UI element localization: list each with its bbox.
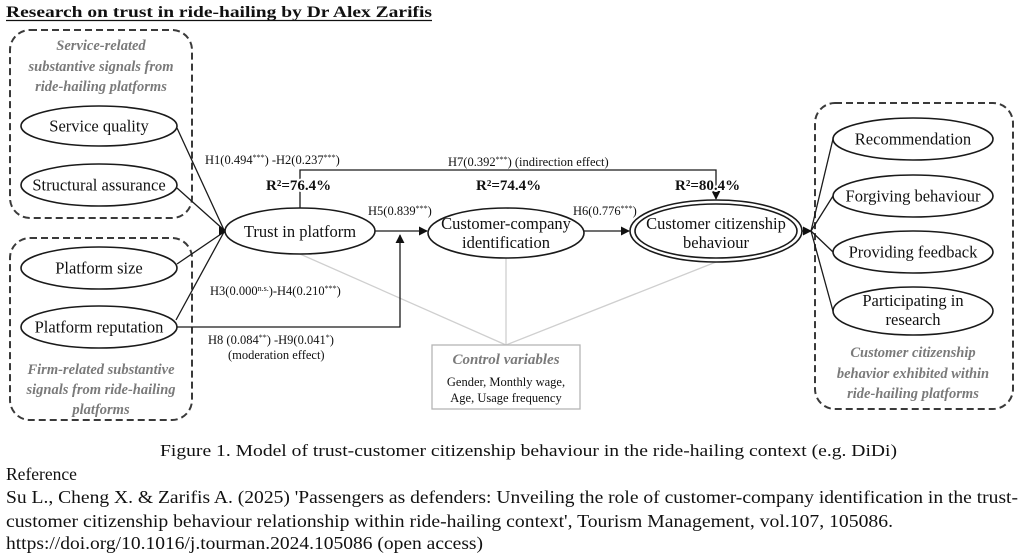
node-trust-in-platform-label: Trust in platform	[244, 222, 356, 241]
path-label-part: H1(0.494	[205, 153, 253, 167]
node-participating-label-line: research	[886, 310, 942, 329]
firm-signals-title-line: platforms	[70, 402, 130, 418]
link-to-participating-in-research	[810, 230, 834, 312]
citizenship-behaviors-title-line: ride-hailing platforms	[847, 386, 979, 402]
path-label-sup: *	[326, 333, 330, 342]
path-label-part: )-H4(0.210	[269, 284, 325, 298]
path-label-part: H3(0.000	[210, 284, 258, 298]
path-label-h5: H5(0.839***)	[368, 204, 432, 219]
control-variables-line: Age, Usage frequency	[450, 391, 562, 405]
node-participating-in-research	[832, 286, 994, 336]
r2-trust: R²=76.4%	[266, 178, 331, 194]
path-label-sup: ***	[496, 155, 508, 164]
link-to-forgiving-behaviour	[810, 195, 834, 232]
node-platform-size-label: Platform size	[55, 259, 143, 278]
reference-heading: Reference	[6, 464, 77, 484]
node-platform-reputation	[20, 305, 178, 349]
citizenship-behaviors-title-line: Customer citizenship	[850, 345, 975, 361]
node-customer-citizenship-behaviour-inner	[634, 203, 798, 259]
path-label-sup: ***	[324, 153, 336, 162]
arrow-h7-trust-to-citizenship	[299, 169, 721, 208]
link-structural-assurance-to-trust	[176, 187, 225, 231]
path-label-part: )	[337, 284, 341, 298]
path-label-part: )	[633, 204, 637, 218]
path-label-part: ) -H2(0.237	[265, 153, 324, 167]
node-structural-assurance	[20, 163, 178, 207]
path-label-part: H5(0.839	[368, 204, 416, 218]
node-participating-label-line: Participating in	[862, 291, 963, 310]
node-identification-label-line: identification	[462, 233, 550, 252]
node-identification-label-line: Customer-company	[441, 214, 572, 233]
control-link-citizenship	[505, 261, 717, 346]
link-to-providing-feedback	[810, 230, 834, 253]
path-label-h7: H7(0.392***) (indirection effect)	[448, 155, 609, 170]
path-label-moderation-note: (moderation effect)	[228, 348, 325, 362]
path-label-h6: H6(0.776***)	[573, 204, 637, 219]
firm-signals-title-line: signals from ride-hailing	[25, 382, 175, 398]
path-label-part: )	[428, 204, 432, 218]
service-signals-title-line: ride-hailing platforms	[35, 79, 167, 95]
link-service-quality-to-trust	[176, 127, 225, 231]
node-forgiving-behaviour	[832, 174, 994, 218]
path-label-sup: ***	[621, 204, 633, 213]
figure-caption: Figure 1. Model of trust-customer citize…	[160, 441, 897, 460]
node-citizenship-label-line: Customer citizenship	[646, 214, 786, 233]
node-citizenship-label-line: behaviour	[683, 233, 749, 252]
control-variables-box	[431, 344, 581, 410]
node-providing-feedback	[832, 230, 994, 274]
path-label-sup: ***	[253, 153, 265, 162]
arrowhead-into-trust	[219, 226, 228, 236]
control-variables-title: Control variables	[452, 352, 559, 368]
service-signals-title-line: substantive signals from	[27, 59, 173, 75]
page-title: Research on trust in ride-hailing by Dr …	[6, 4, 432, 21]
firm-signals-title-line: Firm-related substantive	[26, 362, 175, 378]
firm-signals-dashed-box	[9, 237, 193, 421]
node-forgiving-behaviour-label: Forgiving behaviour	[846, 187, 981, 206]
path-label-part: H6(0.776	[573, 204, 621, 218]
node-providing-feedback-label: Providing feedback	[849, 243, 979, 262]
reference-line: Su L., Cheng X. & Zarifis A. (2025) 'Pas…	[6, 487, 1018, 507]
path-label-part: )	[336, 153, 340, 167]
reference-line: customer citizenship behaviour relations…	[6, 511, 893, 531]
path-label-h1-h2: H1(0.494***) -H2(0.237***)	[205, 153, 340, 168]
citizenship-behaviors-title-line: behavior exhibited within	[837, 366, 989, 382]
path-label-h8-h9: H8 (0.084**) -H9(0.041*)	[208, 333, 334, 348]
service-signals-dashed-box	[9, 29, 193, 219]
node-platform-size	[20, 246, 178, 290]
service-signals-title-line: Service-related	[56, 38, 146, 54]
path-label-h3-h4: H3(0.000n.s.)-H4(0.210***)	[210, 284, 341, 299]
node-trust-in-platform	[224, 207, 376, 255]
link-platform-size-to-trust	[176, 231, 225, 265]
node-recommendation-label: Recommendation	[855, 130, 971, 149]
control-variables-line: Gender, Monthly wage,	[447, 375, 565, 389]
path-label-sup: **	[259, 333, 267, 342]
path-label-part: ) -H9(0.041	[267, 333, 326, 347]
node-platform-reputation-label: Platform reputation	[35, 318, 164, 337]
reference-doi-line: https://doi.org/10.1016/j.tourman.2024.1…	[6, 533, 483, 553]
r2-citizenship: R²=80.4%	[675, 178, 740, 194]
citizenship-behaviors-dashed-box	[814, 102, 1014, 410]
node-recommendation	[832, 117, 994, 161]
arrow-h8-h9-moderation	[177, 234, 405, 328]
control-link-trust	[299, 253, 507, 346]
link-platform-reputation-to-trust	[175, 231, 225, 321]
node-customer-company-identification	[427, 207, 585, 259]
link-to-recommendation	[810, 138, 834, 232]
path-label-part: ) (indirection effect)	[508, 155, 609, 169]
r2-identification: R²=74.4%	[476, 178, 541, 194]
path-label-sup: ***	[325, 284, 337, 293]
path-label-part: H8 (0.084	[208, 333, 259, 347]
node-service-quality-label: Service quality	[49, 117, 149, 136]
node-service-quality	[20, 105, 178, 147]
node-structural-assurance-label: Structural assurance	[32, 176, 165, 195]
path-label-part: H7(0.392	[448, 155, 496, 169]
path-label-sup: n.s.	[258, 284, 269, 293]
path-label-sup: ***	[416, 204, 428, 213]
path-label-part: )	[330, 333, 334, 347]
